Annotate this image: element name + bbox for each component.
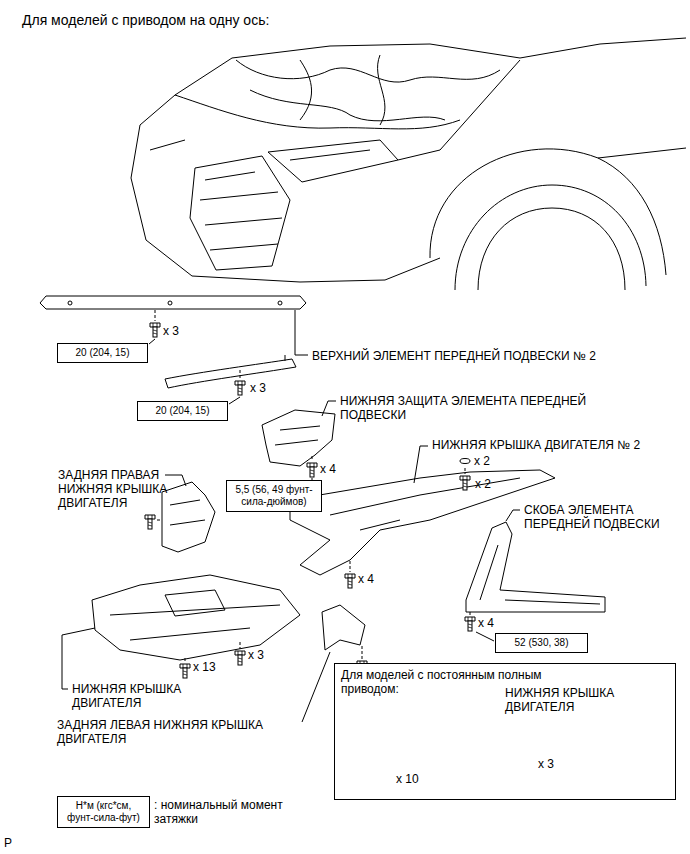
part-name: ЗАДНЯЯ ЛЕВАЯ НИЖНЯЯ КРЫШКА ДВИГАТЕЛЯ: [57, 718, 297, 746]
quantity-callout: x 3: [538, 757, 568, 771]
variant-panel: Для моделей с постоянным полным приводом…: [334, 663, 676, 800]
quantity-callout: x 2: [475, 477, 505, 491]
bolt-symbol: [145, 515, 155, 529]
bolt-symbol: [235, 381, 245, 395]
quantity-callout: x 4: [320, 462, 350, 476]
quantity-callout: x 3: [250, 381, 280, 395]
part-name: НИЖНЯЯ КРЫШКА ДВИГАТЕЛЯ: [72, 682, 212, 710]
part-name: ЗАДНЯЯ ПРАВАЯ НИЖНЯЯ КРЫШКА ДВИГАТЕЛЯ: [58, 468, 168, 510]
bolt-symbol: [465, 617, 475, 631]
part-name: НИЖНЯЯ КРЫШКА ДВИГАТЕЛЯ № 2: [432, 438, 647, 452]
clip-symbol: [460, 459, 470, 464]
quantity-callout: x 2: [474, 454, 504, 468]
torque-box: 52 (530, 38): [495, 633, 588, 653]
torque-box: 20 (204, 15): [137, 401, 228, 421]
torque-value: 20 (204, 15): [63, 347, 142, 359]
legend-text: : номинальный момент затяжки: [154, 798, 284, 826]
bolt-symbol: [150, 323, 160, 337]
figure-mark: P: [4, 836, 24, 850]
torque-box: 5,5 (56, 49 фунт-сила-дюймов): [226, 480, 322, 512]
quantity-callout: x 3: [248, 648, 278, 662]
quantity-callout: x 4: [478, 616, 508, 630]
bolt-symbol: [460, 476, 470, 490]
torque-value: 5,5 (56, 49 фунт-сила-дюймов): [232, 484, 316, 508]
page-title: Для моделей с приводом на одну ось:: [22, 12, 269, 28]
quantity-callout: x 10: [396, 772, 430, 786]
quantity-callout: x 4: [358, 572, 388, 586]
part-name: НИЖНЯЯ ЗАЩИТА ЭЛЕМЕНТА ПЕРЕДНЕЙ ПОДВЕСКИ: [340, 394, 630, 422]
bolt-symbol: [235, 651, 245, 665]
torque-box: 20 (204, 15): [57, 343, 148, 363]
bolt-symbol: [180, 664, 190, 678]
quantity-callout: x 13: [193, 660, 227, 674]
bolt-symbol: [345, 574, 355, 588]
torque-value: 20 (204, 15): [143, 405, 222, 417]
part-name: НИЖНЯЯ КРЫШКА ДВИГАТЕЛЯ: [505, 686, 655, 714]
part-name: СКОБА ЭЛЕМЕНТА ПЕРЕДНЕЙ ПОДВЕСКИ: [524, 503, 664, 531]
legend-box: Н*м (кгс*см, фунт-сила-фут): [57, 796, 150, 828]
part-name: ВЕРХНИЙ ЭЛЕМЕНТ ПЕРЕДНЕЙ ПОДВЕСКИ № 2: [312, 349, 612, 363]
car-outline: [131, 38, 686, 290]
torque-value: 52 (530, 38): [501, 637, 582, 649]
quantity-callout: x 3: [163, 324, 193, 338]
bolt-symbol: [307, 463, 317, 477]
torque-value: Н*м (кгс*см, фунт-сила-фут): [63, 800, 144, 824]
